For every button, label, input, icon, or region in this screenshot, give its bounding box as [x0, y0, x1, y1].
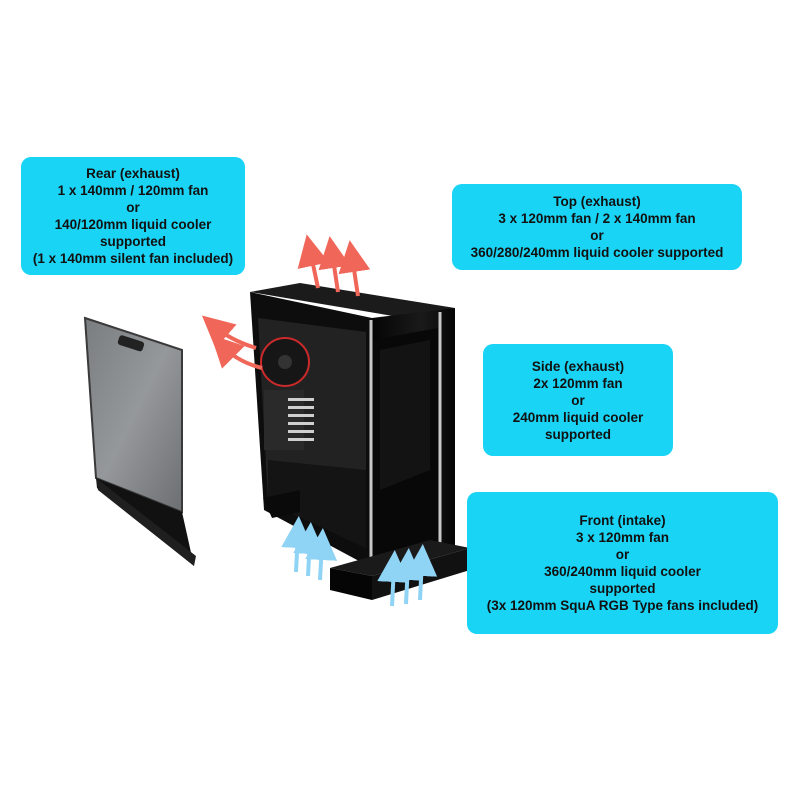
callout-line: or	[590, 228, 604, 243]
rear-exhaust-callout: Rear (exhaust) 1 x 140mm / 120mm fan or …	[21, 157, 245, 275]
arrow-up-icon	[297, 234, 329, 289]
pc-case	[250, 283, 470, 600]
arrow-up-icon	[318, 236, 351, 293]
expansion-slots	[288, 398, 314, 441]
callout-line: Front (intake)	[579, 513, 666, 528]
callout-line: Top (exhaust)	[553, 194, 641, 209]
callout-line: Side (exhaust)	[531, 358, 625, 374]
callout-line: 360/280/240mm liquid cooler supported	[470, 245, 724, 260]
panel-handle	[117, 335, 145, 352]
callout-line: 2x 120mm fan	[533, 375, 623, 391]
callout-line: supported	[100, 234, 166, 249]
callout-line: 3 x 120mm fan / 2 x 140mm fan	[498, 211, 696, 226]
callout-line: Rear (exhaust)	[86, 166, 180, 181]
arrow-up-icon	[293, 522, 326, 577]
side-exhaust-callout: Side (exhaust) 2x 120mm fan or 240mm liq…	[483, 344, 673, 456]
callout-line: supported	[545, 426, 611, 442]
top-exhaust-callout: Top (exhaust) 3 x 120mm fan / 2 x 140mm …	[452, 184, 742, 270]
callout-line: (1 x 140mm silent fan included)	[32, 251, 234, 266]
callout-line: (3x 120mm SquA RGB Type fans included)	[486, 598, 759, 613]
arrow-up-icon	[377, 550, 410, 607]
callout-line: 360/240mm liquid cooler	[544, 564, 701, 579]
callout-line: supported	[589, 581, 656, 596]
callout-line: or	[571, 392, 585, 408]
callout-line: 3 x 120mm fan	[575, 530, 670, 545]
arrow-up-icon	[281, 516, 314, 573]
arrow-up-icon	[391, 548, 424, 605]
arrow-left-icon	[210, 334, 263, 370]
arrow-left-icon	[201, 315, 257, 350]
arrow-up-icon	[338, 240, 371, 297]
arrow-up-icon	[405, 544, 438, 601]
front-intake-arrows-left	[281, 516, 338, 581]
rear-exhaust-arrows	[201, 315, 263, 370]
callout-line: or	[126, 200, 140, 215]
callout-line: 1 x 140mm / 120mm fan	[57, 183, 209, 198]
callout-line: 140/120mm liquid cooler	[54, 217, 212, 232]
arrow-up-icon	[305, 528, 338, 581]
front-intake-callout: Front (intake) 3 x 120mm fan or 360/240m…	[467, 492, 778, 634]
callout-line: 240mm liquid cooler	[512, 409, 644, 425]
top-exhaust-arrows	[297, 234, 371, 297]
front-intake-arrows-right	[377, 544, 438, 607]
rear-fan-icon	[260, 337, 310, 387]
glass-side-panel	[83, 316, 196, 566]
callout-line: or	[615, 547, 630, 562]
